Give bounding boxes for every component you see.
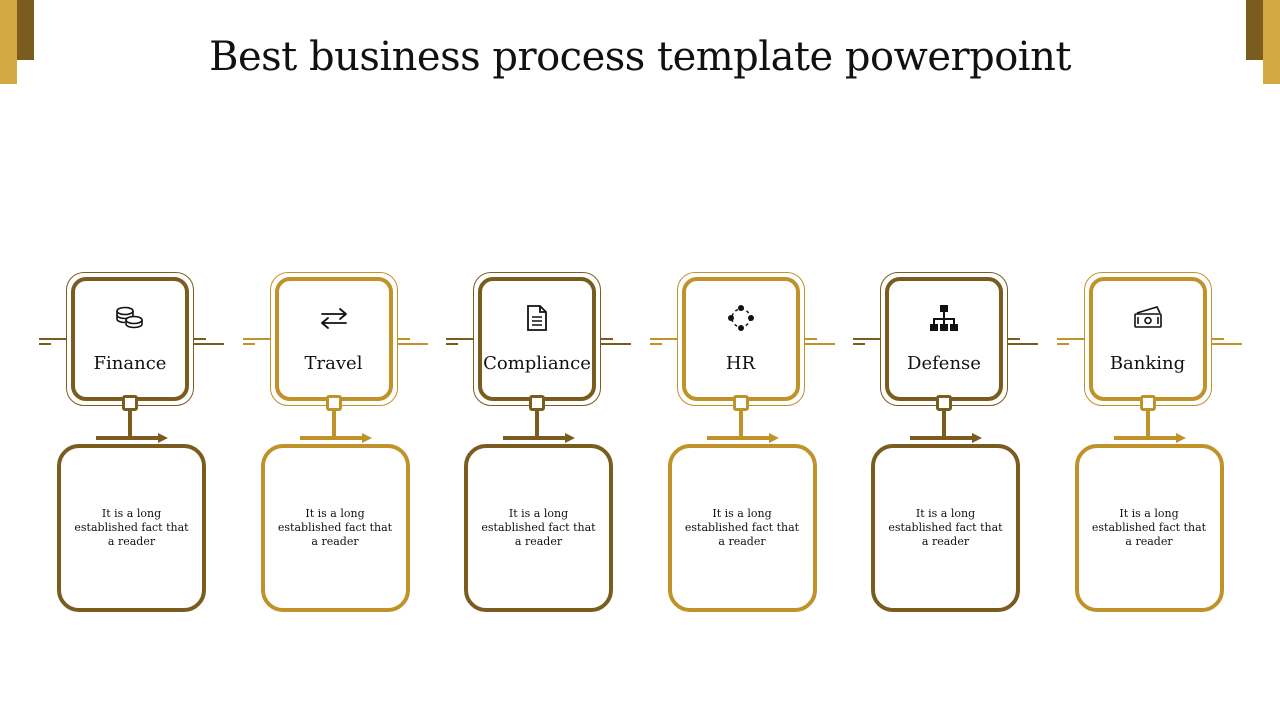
stage-description-box: It is a long established fact that a rea…: [871, 444, 1020, 612]
connector-line: [1056, 343, 1069, 345]
connector-line: [1056, 338, 1085, 340]
connector-line: [242, 343, 255, 345]
circle-nodes-icon: [686, 301, 796, 335]
stage-connector-node: [122, 395, 138, 411]
connector-stem: [942, 411, 946, 437]
stage-connector-node: [1139, 395, 1156, 411]
stage-label: Finance: [93, 353, 167, 374]
connector-line: [804, 338, 817, 340]
corner-decoration-right-outer: [1263, 0, 1280, 84]
connector-line: [397, 338, 410, 340]
connector-line: [1211, 338, 1224, 340]
arrow-line: [96, 436, 160, 440]
stage-header-box: Travel: [274, 277, 393, 401]
connector-line: [39, 338, 67, 340]
document-icon: [482, 301, 592, 335]
arrow-head-icon: [1175, 433, 1186, 443]
process-stage: Compliance It is a long established fact …: [446, 272, 656, 617]
arrow-line: [706, 436, 771, 440]
stage-description: It is a long established fact that a rea…: [277, 507, 393, 548]
connector-stem: [1145, 411, 1150, 437]
connector-stem: [535, 411, 539, 437]
arrow-head-icon: [361, 433, 372, 443]
stage-description: It is a long established fact that a rea…: [684, 507, 800, 548]
stage-header-box: Compliance: [478, 277, 596, 401]
process-stage: Finance It is a long established fact tha…: [39, 272, 249, 617]
stage-description-box: It is a long established fact that a rea…: [57, 444, 206, 612]
connector-line: [853, 338, 881, 340]
banknotes-icon: [1093, 301, 1203, 335]
connector-stem: [738, 411, 743, 437]
process-stage: Defense It is a long established fact tha…: [853, 272, 1063, 617]
stage-label: HR: [725, 353, 756, 374]
arrow-line: [1113, 436, 1178, 440]
connector-line: [194, 343, 224, 345]
stage-label: Travel: [304, 353, 363, 374]
stage-label: Banking: [1109, 353, 1186, 374]
coins-icon: [75, 301, 185, 335]
connector-line: [601, 338, 613, 340]
connector-stem: [128, 411, 132, 437]
stage-header-box: Defense: [885, 277, 1003, 401]
arrow-line: [299, 436, 364, 440]
stage-label: Defense: [907, 353, 981, 374]
stage-description-box: It is a long established fact that a rea…: [464, 444, 613, 612]
corner-decoration-left-inner: [17, 0, 34, 60]
process-stage: Travel It is a long established fact that…: [242, 272, 453, 617]
stage-connector-node: [732, 395, 749, 411]
connector-line: [804, 343, 835, 345]
connector-line: [446, 343, 458, 345]
stage-header-box: Finance: [71, 277, 189, 401]
page-title: Best business process template powerpoin…: [209, 34, 1071, 80]
stage-connector-node: [936, 395, 952, 411]
stage-connector-node: [529, 395, 545, 411]
arrow-line: [503, 436, 567, 440]
connector-line: [397, 343, 428, 345]
stage-header-box: HR: [681, 277, 800, 401]
stage-description-box: It is a long established fact that a rea…: [260, 444, 410, 612]
stage-label: Compliance: [483, 353, 591, 374]
stage-connector-node: [325, 395, 342, 411]
org-chart-icon: [889, 301, 999, 335]
connector-line: [1008, 338, 1020, 340]
arrow-head-icon: [565, 433, 575, 443]
process-stage: HR It is a long established fact that a r…: [649, 272, 860, 617]
stage-description: It is a long established fact that a rea…: [481, 507, 596, 548]
connector-line: [649, 338, 678, 340]
connector-line: [194, 338, 206, 340]
stage-header-box: Banking: [1088, 277, 1207, 401]
connector-line: [446, 338, 474, 340]
arrow-head-icon: [158, 433, 168, 443]
arrow-head-icon: [768, 433, 779, 443]
connector-line: [1008, 343, 1038, 345]
corner-decoration-right-inner: [1246, 0, 1263, 60]
corner-decoration-left-outer: [0, 0, 17, 84]
connector-line: [1211, 343, 1242, 345]
connector-line: [649, 343, 662, 345]
stage-description-box: It is a long established fact that a rea…: [667, 444, 817, 612]
connector-line: [39, 343, 51, 345]
stage-description: It is a long established fact that a rea…: [1091, 507, 1207, 548]
process-stage: Banking It is a long established fact tha…: [1056, 272, 1267, 617]
stage-description-box: It is a long established fact that a rea…: [1074, 444, 1224, 612]
stage-description: It is a long established fact that a rea…: [888, 507, 1003, 548]
arrow-line: [910, 436, 974, 440]
connector-line: [601, 343, 631, 345]
connector-line: [853, 343, 865, 345]
stage-description: It is a long established fact that a rea…: [74, 507, 189, 548]
connector-line: [242, 338, 271, 340]
swap-arrows-icon: [279, 301, 389, 335]
connector-stem: [331, 411, 336, 437]
arrow-head-icon: [972, 433, 982, 443]
